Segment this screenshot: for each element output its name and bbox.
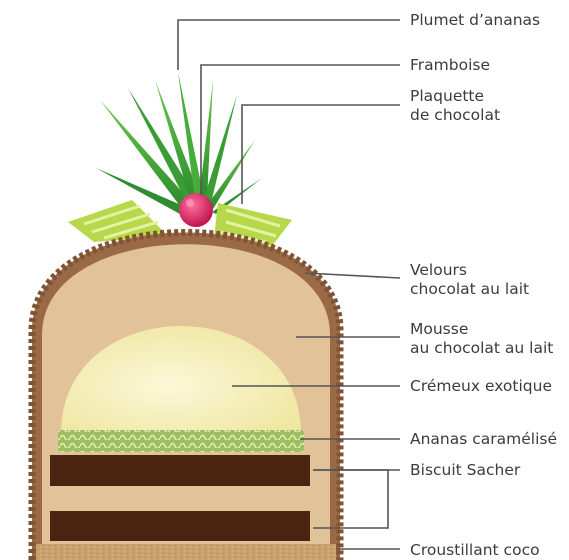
label-velours: Velours chocolat au lait	[410, 261, 529, 299]
ananas-caramelise	[58, 430, 304, 452]
leader-plaquette	[242, 105, 400, 204]
label-mousse-line1: Mousse	[410, 320, 553, 339]
leader-plumet	[178, 20, 400, 70]
label-mousse-line2: au chocolat au lait	[410, 339, 553, 358]
biscuit-sacher-bottom	[50, 511, 310, 541]
label-velours-line2: chocolat au lait	[410, 280, 529, 299]
label-framboise: Framboise	[410, 56, 490, 75]
plumet-ananas	[96, 72, 262, 214]
label-plaquette-line2: de chocolat	[410, 106, 500, 125]
framboise	[179, 193, 213, 227]
label-biscuit-sacher: Biscuit Sacher	[410, 461, 520, 480]
croustillant-coco	[36, 544, 336, 560]
label-ananas-caramelise: Ananas caramélisé	[410, 430, 557, 449]
label-mousse: Mousse au chocolat au lait	[410, 320, 553, 358]
biscuit-sacher-top	[50, 455, 310, 486]
label-cremeux-exotique: Crémeux exotique	[410, 377, 552, 396]
label-croustillant-coco: Croustillant coco	[410, 541, 540, 560]
label-plaquette-chocolat: Plaquette de chocolat	[410, 87, 500, 125]
label-velours-line1: Velours	[410, 261, 529, 280]
label-plumet-ananas: Plumet d’ananas	[410, 11, 540, 30]
label-plaquette-line1: Plaquette	[410, 87, 500, 106]
